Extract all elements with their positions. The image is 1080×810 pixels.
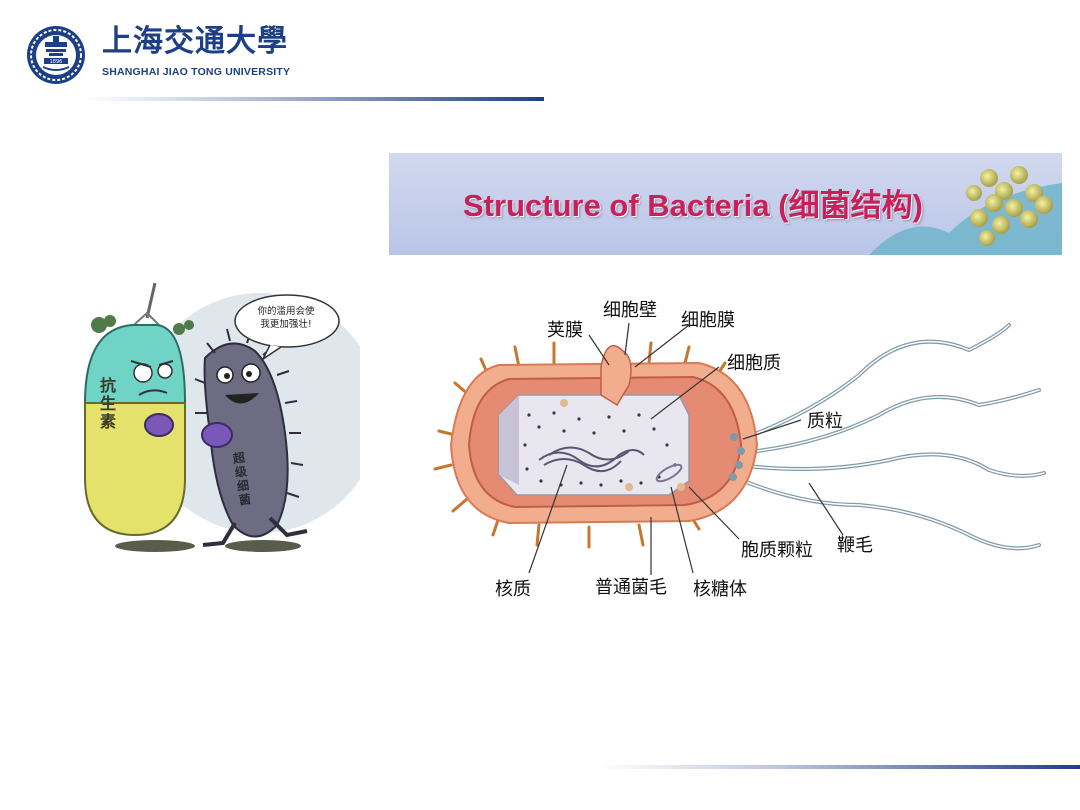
university-emblem-icon: 1896 (27, 26, 85, 84)
diagram-title-banner: Structure of Bacteria (细菌结构) (389, 153, 1062, 255)
speech-line-1: 你的滥用会使 (257, 306, 315, 317)
label-capsule: 荚膜 (547, 320, 583, 341)
banner-bacteria-decoration (869, 166, 1062, 255)
label-cytoplasm: 细胞质 (727, 353, 781, 374)
pill-label: 抗生素 (99, 376, 116, 431)
emblem-year: 1896 (50, 59, 63, 65)
label-cytoplasmic-granule: 胞质颗粒 (741, 540, 813, 561)
bacteria-structure-diagram (433, 322, 1046, 575)
plasmid (655, 463, 683, 483)
university-name-en: SHANGHAI JIAO TONG UNIVERSITY (102, 66, 291, 78)
leader-lines (528, 322, 844, 575)
header-divider (86, 97, 544, 101)
nucleoid (538, 446, 645, 472)
speech-line-2: 我更加强壮! (260, 319, 312, 330)
footer-divider (598, 765, 1080, 769)
label-cell-membrane: 细胞膜 (681, 310, 735, 331)
label-plasmid: 质粒 (807, 411, 843, 432)
university-name-cn: 上海交通大學 (102, 24, 288, 59)
diagram-title: Structure of Bacteria (细菌结构) (463, 188, 923, 223)
speech-bubble: 你的滥用会使 我更加强壮! (236, 305, 336, 339)
cytoplasm-area (498, 394, 690, 496)
label-pili: 普通菌毛 (595, 577, 667, 598)
label-ribosome: 核糖体 (693, 579, 747, 600)
cartoon-illustration (83, 282, 360, 552)
label-cell-wall: 细胞壁 (603, 300, 657, 321)
label-flagellum: 鞭毛 (837, 535, 873, 556)
label-nucleoid: 核质 (495, 579, 531, 600)
pili (433, 341, 727, 549)
superbug-cartoon: 你的滥用会使 我更加强壮! 抗生素 超级细菌 (55, 263, 360, 571)
